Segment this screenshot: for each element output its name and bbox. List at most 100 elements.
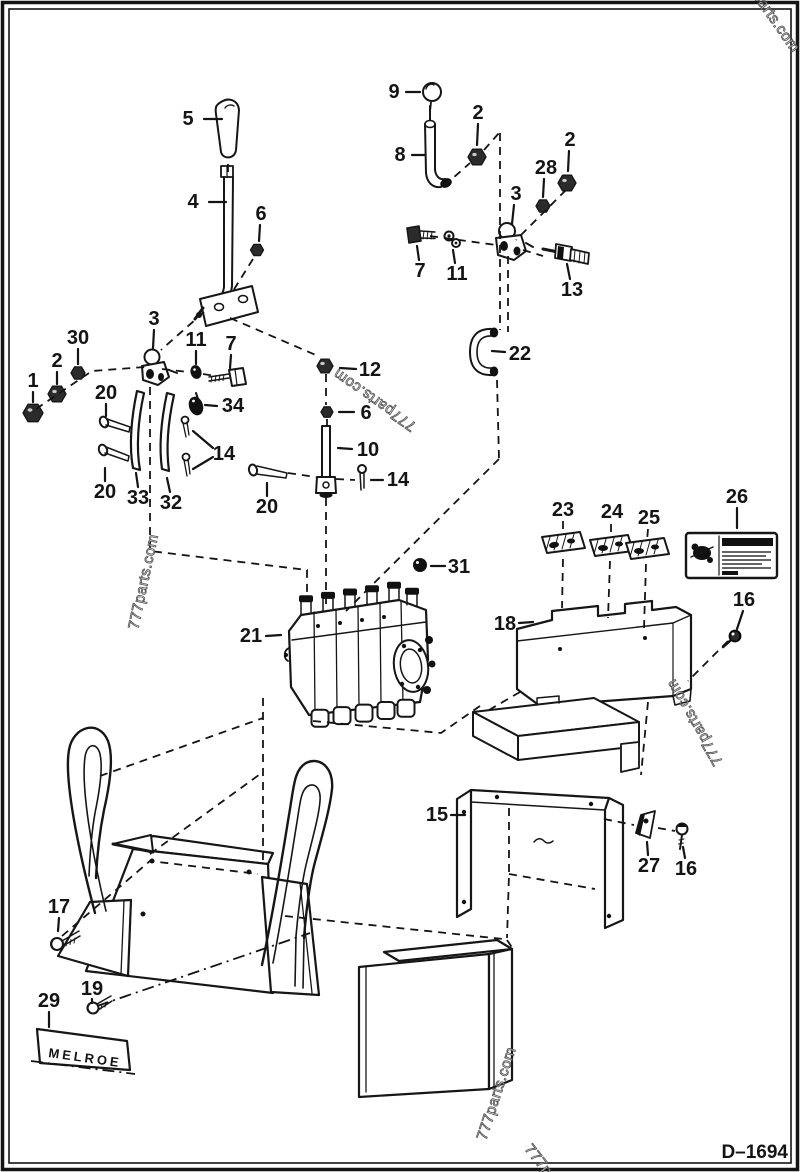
lever-rod-8 [424,105,452,189]
alignment-dashed-line [202,373,217,377]
leader-line [475,122,480,147]
callout-14: 14 [387,469,410,491]
callout-3: 3 [510,183,521,205]
leader-line [338,366,358,371]
alignment-dashed-line [149,387,308,597]
alignment-dashed-line [488,691,521,711]
bolt-7-right [406,225,436,244]
leader-line [565,262,572,281]
watermark: 777parts.com [663,676,726,768]
leader-line [203,403,219,408]
callout-20: 20 [256,496,278,518]
callout-22: 22 [509,343,531,365]
leader-line [228,353,233,370]
alignment-dashed-line [515,189,567,241]
leader-line [336,446,354,451]
alignment-dashed-line [646,528,649,542]
callout-5: 5 [182,108,193,130]
callout-32: 32 [160,492,182,514]
callout-2: 2 [472,102,483,124]
plug-31 [413,558,427,572]
screw-16-upper [721,629,742,649]
alignment-dashed-line [607,560,611,619]
alignment-dashed-line [508,873,596,890]
callout-4: 4 [187,191,199,213]
cover-18 [515,599,693,708]
leader-line [681,845,687,860]
nut-28 [535,199,551,213]
cover-15 [455,788,625,930]
alignment-dashed-line [229,317,319,357]
alignment-dashed-line [483,132,500,151]
lever-knob-9 [422,82,442,102]
callout-28: 28 [535,157,557,179]
alignment-dashed-line [232,258,254,292]
leader-line [264,633,283,638]
alignment-dashed-line [61,860,259,937]
callout-30: 30 [67,327,89,349]
callout-18: 18 [494,613,516,635]
control-valve-21 [283,581,436,728]
leader-line [735,609,745,631]
callout-23: 23 [552,499,574,521]
callout-15: 15 [426,804,448,826]
cotter-pins-14-left [180,415,191,477]
callout-17: 17 [48,896,70,918]
alignment-dashed-line [429,235,497,246]
pivot-3-left [141,348,178,386]
alignment-dashed-line [643,563,647,629]
callout-14: 14 [213,443,236,465]
leader-line [165,476,172,494]
link-rod-10 [315,425,337,498]
leader-line [415,244,421,262]
alignment-dashed-line [522,249,544,257]
alignment-lines-layer [30,101,729,1075]
decal-25 [625,537,670,560]
melroe-decal [35,1027,132,1072]
alignment-dashed-line [284,915,504,940]
callout-16: 16 [733,589,755,611]
alignment-dashed-line [335,478,356,481]
leader-line [541,177,546,199]
screw-16-lower [675,822,689,850]
leader-line [56,916,61,933]
callout-20: 20 [94,481,116,503]
boot-34 [188,392,204,416]
alignment-dashed-line [287,472,317,478]
leader-line [566,149,571,173]
alignment-dashed-line [99,717,264,777]
leader-line [191,429,215,450]
bottom-cover [357,938,514,1099]
bolt-7-left [208,367,247,387]
leader-line [510,203,516,226]
pivot-3-right [495,222,534,261]
strap-33 [129,389,146,472]
washers-11-right [443,230,461,248]
alignment-dashed-line [506,939,514,950]
callout-21: 21 [240,625,262,647]
alignment-dashed-line [687,640,729,682]
alignment-dashed-line [496,379,500,460]
washer-11-left [190,365,202,379]
drawing-number: D–1694 [721,1142,788,1163]
alignment-dashed-line [429,101,432,113]
alignment-dashed-line [561,558,564,609]
callout-12: 12 [359,359,381,381]
watermark: 777parts.com [521,1141,594,1172]
callout-26: 26 [726,486,748,508]
callout-1: 1 [27,370,38,392]
link-rod-22 [469,327,499,377]
callout-6: 6 [360,402,371,424]
leader-lines-layer [31,90,745,1029]
stud-13 [541,243,590,265]
callout-34: 34 [222,395,245,417]
leader-line [257,223,262,243]
alignment-dashed-line [657,827,676,832]
leader-line [490,349,507,354]
decal-23 [541,531,586,554]
alignment-dashed-line [603,818,635,826]
pin-20-upper-left [98,415,131,433]
